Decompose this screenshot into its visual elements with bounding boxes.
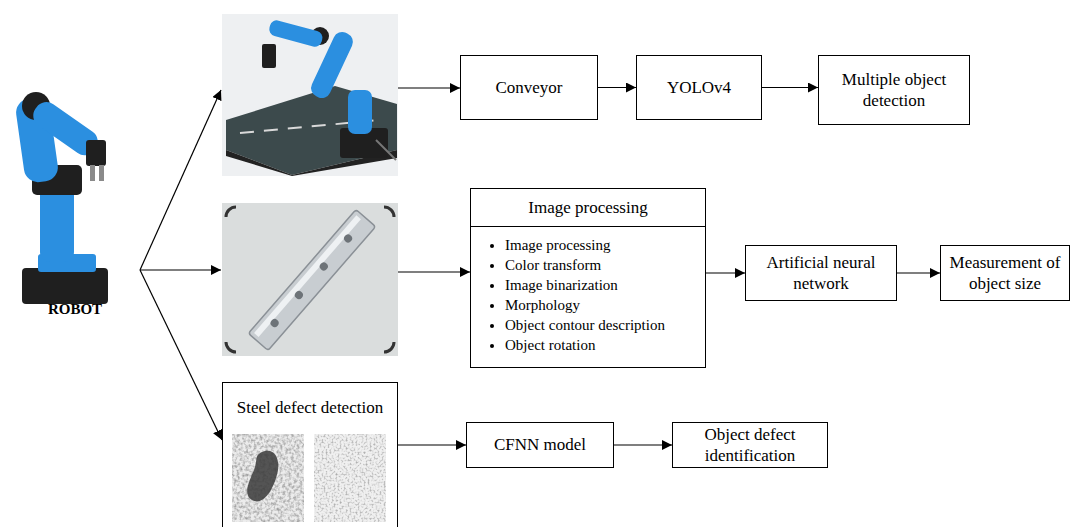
box-label: Steel defect detection [237, 397, 383, 418]
list-item: Object rotation [505, 335, 705, 355]
corner-mark [384, 342, 394, 352]
flow-arrow [398, 87, 460, 88]
flow-arrow [398, 444, 466, 445]
branch-arrow [140, 90, 221, 270]
bar-hole [293, 289, 304, 300]
list-item: Object contour description [505, 315, 705, 335]
flow-arrow [762, 87, 818, 88]
corner-mark [226, 207, 236, 217]
output-box: Multiple object detection [818, 55, 970, 125]
photo-ground [222, 203, 398, 356]
flow-arrow [706, 272, 745, 273]
robot-column [348, 90, 372, 134]
bar-hole [318, 261, 329, 272]
flow-arrow [897, 272, 940, 273]
corner-mark [226, 342, 236, 352]
box-label: Measurement of object size [949, 252, 1061, 295]
box-label: Multiple object detection [827, 69, 961, 112]
box-label: Artificial neural network [754, 252, 888, 295]
flow-arrow [140, 270, 222, 440]
robot-label: ROBOT [48, 300, 102, 319]
branch-arrow [140, 269, 221, 270]
flow-arrow [614, 444, 672, 445]
defect-blob [247, 451, 278, 502]
bar-body [248, 210, 375, 351]
process-box: Conveyor [460, 55, 598, 120]
bar-hole [269, 317, 280, 328]
conveyor-photo [222, 14, 398, 176]
robot-wrist [86, 140, 106, 166]
robot-base [22, 268, 108, 304]
robot-figure [14, 92, 108, 304]
defect-image [232, 434, 304, 522]
box-heading: Image processing [471, 189, 705, 227]
bar-hole [342, 233, 353, 244]
bar-shine [254, 215, 361, 337]
process-box: CFNN model [466, 422, 614, 468]
box-label: YOLOv4 [667, 77, 731, 98]
conveyor-belt [226, 86, 397, 175]
robot-cable [376, 140, 396, 160]
process-box: Artificial neural network [745, 245, 897, 301]
defect-image [314, 434, 386, 522]
metal-bar-photo [222, 203, 398, 356]
box-label: Object defect identification [681, 424, 819, 467]
defect-texture [232, 434, 304, 522]
robot-node: ROBOT [10, 85, 140, 325]
list-item: Color transform [505, 255, 705, 275]
image-panel: Steel defect detection [222, 382, 398, 527]
flow-arrow [598, 87, 636, 88]
flow-arrow [398, 271, 470, 272]
metal-bar [248, 210, 375, 351]
corner-mark [384, 207, 394, 217]
steel-defect-images [232, 434, 386, 522]
robot-gripper [90, 165, 95, 181]
photo-ground [222, 14, 398, 176]
process-box: YOLOv4 [636, 55, 762, 120]
box-label: CFNN model [494, 434, 586, 455]
processing-list-box: Image processingImage processingColor tr… [470, 188, 706, 368]
output-box: Measurement of object size [940, 245, 1070, 301]
box-label: Conveyor [495, 77, 562, 98]
defect-texture [314, 434, 386, 522]
list-item: Image processing [505, 235, 705, 255]
robot-gripper [99, 165, 104, 181]
robot-camera [262, 44, 276, 68]
list-item: Morphology [505, 295, 705, 315]
output-box: Object defect identification [672, 422, 828, 468]
step-list: Image processingColor transformImage bin… [471, 235, 705, 355]
robot-forearm [268, 19, 324, 48]
list-item: Image binarization [505, 275, 705, 295]
